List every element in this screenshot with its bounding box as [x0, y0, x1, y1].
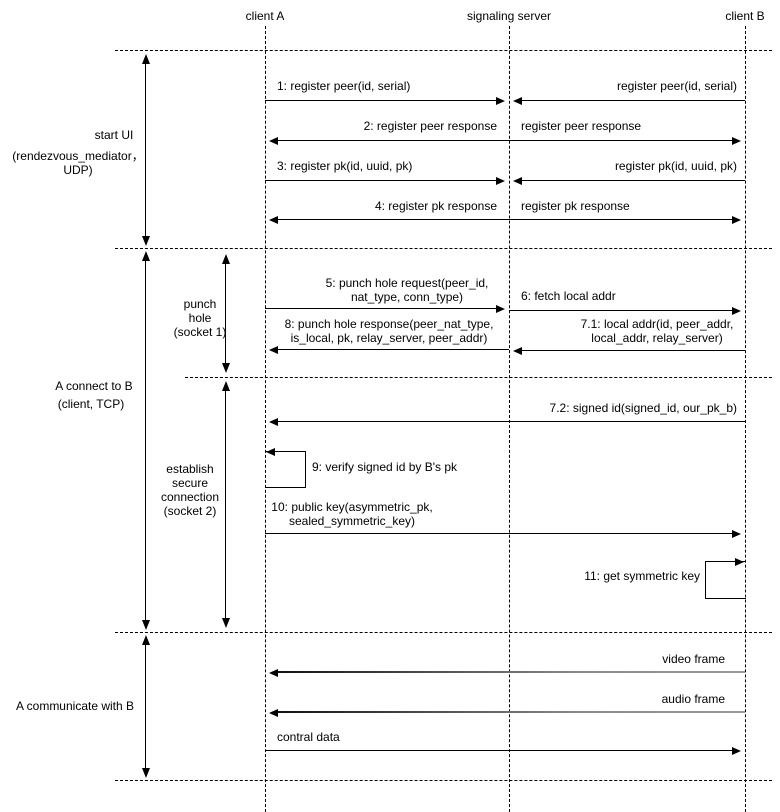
self-message-loop-msg-11	[705, 561, 746, 599]
message-line-msg-register-pk-response-b	[509, 219, 733, 220]
message-line-msg-video-frame	[277, 671, 745, 673]
bracket-arrow-down-icon-establish-secure	[221, 618, 230, 628]
lifeline-signaling-server	[509, 26, 510, 812]
section-label-a-connect-to-b: A connect to B	[55, 379, 133, 393]
message-arrowhead-icon-msg-register-pk-response-b	[732, 215, 741, 224]
bracket-arrow-down-icon-punch-hole	[221, 363, 230, 373]
message-label-msg-register-peer-b: register peer(id, serial)	[616, 79, 737, 93]
message-label-msg-2: 2: register peer response	[363, 119, 497, 133]
message-line-msg-3	[265, 180, 497, 181]
section-label-client-tcp: (client, TCP)	[57, 397, 125, 411]
bracket-arrow-down-icon-a-communicate-with-b	[141, 768, 150, 778]
section-separator-4	[115, 780, 772, 781]
message-line-msg-contral-data	[265, 750, 733, 751]
lifeline-client-a	[265, 26, 266, 812]
message-line-msg-register-peer-response-b	[509, 140, 733, 141]
message-line-msg-2	[277, 140, 509, 141]
section-separator-2	[185, 377, 772, 378]
section-separator-3	[115, 632, 772, 633]
message-arrowhead-icon-msg-8	[269, 345, 278, 354]
actor-label-client-b: client B	[725, 9, 765, 23]
message-label-msg-5: 5: punch hole request(peer_id, nat_type,…	[325, 276, 489, 304]
section-separator-0	[115, 50, 772, 51]
message-arrowhead-icon-msg-10	[732, 529, 741, 538]
message-arrowhead-icon-msg-video-frame	[269, 668, 278, 677]
message-label-msg-4: 4: register pk response	[374, 199, 497, 213]
message-label-msg-audio-frame: audio frame	[661, 692, 725, 706]
self-message-loop-msg-9	[265, 451, 306, 488]
message-label-msg-register-pk-response-b: register pk response	[521, 199, 630, 213]
actor-label-client-a: client A	[245, 9, 285, 23]
message-arrowhead-icon-msg-contral-data	[732, 746, 741, 755]
message-line-msg-7-2	[277, 421, 745, 422]
section-label-punch-hole: punch hole (socket 1)	[173, 297, 227, 339]
message-line-msg-register-peer-b	[521, 100, 745, 101]
message-label-msg-video-frame: video frame	[662, 652, 725, 666]
message-arrowhead-icon-msg-register-pk-b	[513, 176, 522, 185]
section-separator-1	[115, 248, 772, 249]
message-label-msg-register-peer-response-b: register peer response	[521, 119, 642, 133]
message-arrowhead-icon-msg-2	[269, 136, 278, 145]
message-label-msg-6: 6: fetch local addr	[521, 289, 616, 303]
message-line-msg-7-1	[521, 350, 745, 351]
self-message-arrowhead-icon-msg-9	[266, 447, 275, 456]
bracket-line-establish-secure	[225, 389, 226, 620]
bracket-arrow-up-icon-start-ui	[141, 54, 150, 64]
bracket-line-punch-hole	[225, 262, 226, 365]
bracket-arrow-up-icon-establish-secure	[221, 381, 230, 391]
message-line-msg-register-pk-b	[521, 180, 745, 181]
message-label-msg-8: 8: punch hole response(peer_nat_type, is…	[284, 317, 494, 345]
message-line-msg-10	[265, 533, 733, 534]
section-label-start-ui: start UI	[94, 128, 134, 142]
message-line-msg-1	[265, 100, 497, 101]
message-arrowhead-icon-msg-3	[496, 176, 505, 185]
message-label-msg-7-2: 7.2: signed id(signed_id, our_pk_b)	[549, 401, 737, 415]
section-label-a-communicate-with-b: A communicate with B	[15, 699, 135, 713]
message-label-msg-10: 10: public key(asymmetric_pk, sealed_sym…	[271, 500, 433, 528]
message-arrowhead-icon-msg-7-1	[513, 346, 522, 355]
message-arrowhead-icon-msg-1	[496, 96, 505, 105]
message-line-msg-4	[277, 219, 509, 220]
message-label-msg-1: 1: register peer(id, serial)	[277, 79, 411, 93]
bracket-arrow-up-icon-a-communicate-with-b	[141, 635, 150, 645]
bracket-arrow-down-icon-start-ui	[141, 236, 150, 246]
message-arrowhead-icon-msg-4	[269, 215, 278, 224]
message-arrowhead-icon-msg-audio-frame	[269, 708, 278, 717]
self-message-arrowhead-icon-msg-11	[735, 557, 744, 566]
actor-label-signaling-server: signaling server	[466, 9, 552, 23]
self-message-label-msg-9: 9: verify signed id by B's pk	[312, 460, 458, 474]
lifeline-client-b	[745, 26, 746, 812]
message-line-msg-5	[265, 308, 497, 309]
message-label-msg-register-pk-b: register pk(id, uuid, pk)	[614, 159, 737, 173]
bracket-line-a-communicate-with-b	[145, 643, 146, 770]
bracket-arrow-up-icon-punch-hole	[221, 254, 230, 264]
message-label-msg-contral-data: contral data	[277, 730, 340, 744]
message-label-msg-3: 3: register pk(id, uuid, pk)	[277, 159, 413, 173]
message-label-msg-7-1: 7.1: local addr(id, peer_addr, local_add…	[580, 317, 734, 345]
bracket-line-start-ui	[145, 62, 146, 238]
self-message-label-msg-11: 11: get symmetric key	[584, 569, 700, 583]
message-line-msg-8	[277, 349, 509, 350]
message-line-msg-audio-frame	[277, 711, 745, 713]
bracket-line-a-connect-to-b	[145, 259, 146, 622]
message-arrowhead-icon-msg-5	[496, 304, 505, 313]
message-line-msg-6	[509, 310, 733, 311]
message-arrowhead-icon-msg-6	[732, 306, 741, 315]
message-arrowhead-icon-msg-register-peer-b	[513, 96, 522, 105]
message-arrowhead-icon-msg-7-2	[269, 417, 278, 426]
section-label-establish-secure: establish secure connection (socket 2)	[160, 462, 220, 518]
bracket-arrow-down-icon-a-connect-to-b	[141, 620, 150, 630]
section-label-rendezvous-mediator: (rendezvous_mediator， UDP)	[12, 149, 144, 177]
message-arrowhead-icon-msg-register-peer-response-b	[732, 136, 741, 145]
bracket-arrow-up-icon-a-connect-to-b	[141, 251, 150, 261]
